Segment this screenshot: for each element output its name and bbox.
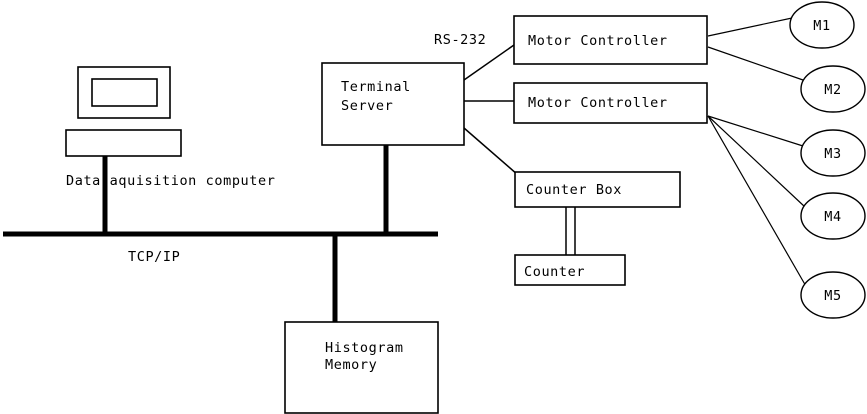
terminal-server-label-line1: Terminal xyxy=(341,79,411,95)
link-motor-controller-2-to-m4 xyxy=(707,115,806,208)
motor-controller-2-label: Motor Controller xyxy=(528,95,668,111)
node-histogram-memory[interactable]: Histogram Memory xyxy=(284,321,439,414)
computer-monitor-screen xyxy=(91,78,158,107)
node-motor-controller-2[interactable]: Motor Controller xyxy=(513,82,708,124)
computer-keyboard xyxy=(65,129,182,157)
motor-m1-label: M1 xyxy=(813,18,830,34)
terminal-server-label-line2: Server xyxy=(341,98,393,114)
tcpip-bus-label: TCP/IP xyxy=(128,249,180,265)
link-terminal-server-to-counter-box xyxy=(463,127,519,176)
link-motor-controller-2-to-m3 xyxy=(707,115,804,147)
histogram-memory-label-line1: Histogram xyxy=(325,340,404,356)
counter-label: Counter xyxy=(524,264,585,280)
histogram-memory-label-line2: Memory xyxy=(325,357,377,373)
motor-m5-label: M5 xyxy=(824,288,841,304)
motor-m5-ellipse xyxy=(800,271,866,319)
motor-m1-ellipse xyxy=(789,1,855,49)
motor-m2-ellipse xyxy=(800,65,866,113)
motor-m2-label: M2 xyxy=(824,82,841,98)
node-motor-m1[interactable]: M1 xyxy=(789,1,855,49)
motor-controller-1-box xyxy=(513,15,708,65)
rs232-link-label: RS-232 xyxy=(434,32,486,48)
node-motor-m5[interactable]: M5 xyxy=(800,271,866,319)
node-motor-m4[interactable]: M4 xyxy=(800,192,866,240)
counter-box-label: Counter Box xyxy=(526,182,622,198)
counter-box-rect xyxy=(514,171,681,208)
node-counter[interactable]: Counter xyxy=(514,254,626,286)
node-motor-m3[interactable]: M3 xyxy=(800,129,866,177)
motor-m3-ellipse xyxy=(800,129,866,177)
histogram-memory-box xyxy=(284,321,439,414)
link-motor-controller-1-to-m1 xyxy=(707,17,793,37)
node-terminal-server[interactable]: Terminal Server xyxy=(321,62,465,146)
node-counter-box[interactable]: Counter Box xyxy=(514,171,681,208)
motor-m4-label: M4 xyxy=(824,209,841,225)
link-terminal-server-to-motor-controller-1 xyxy=(463,44,515,81)
link-motor-controller-2-to-m5 xyxy=(707,115,808,289)
computer-label: Data aquisition computer xyxy=(66,173,275,189)
motor-m4-ellipse xyxy=(800,192,866,240)
motor-controller-1-label: Motor Controller xyxy=(528,33,668,49)
counter-rect xyxy=(514,254,626,286)
node-motor-controller-1[interactable]: Motor Controller xyxy=(513,15,708,65)
motor-controller-2-box xyxy=(513,82,708,124)
link-motor-controller-1-to-m2 xyxy=(707,46,804,81)
node-data-acquisition-computer[interactable]: Data aquisition computer xyxy=(65,66,275,189)
terminal-server-box xyxy=(321,62,465,146)
motor-m3-label: M3 xyxy=(824,146,841,162)
node-motor-m2[interactable]: M2 xyxy=(800,65,866,113)
